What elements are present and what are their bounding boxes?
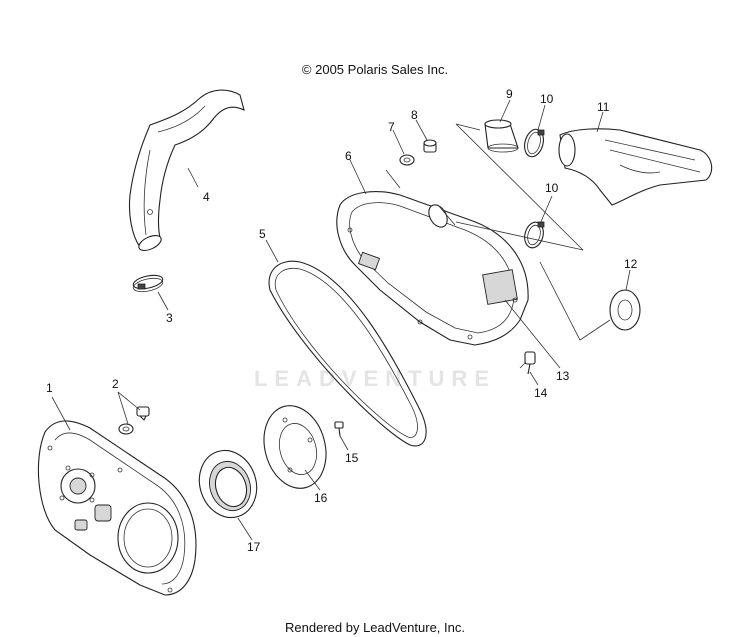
footer-credit: Rendered by LeadVenture, Inc. — [285, 620, 465, 635]
part-10-clamp-lower[interactable] — [522, 220, 546, 250]
copyright-text: © 2005 Polaris Sales Inc. — [301, 62, 449, 77]
callout-10b: 10 — [545, 181, 559, 195]
callout-5: 5 — [259, 227, 266, 241]
callout-15: 15 — [345, 451, 359, 465]
part-11-air-duct[interactable] — [558, 128, 713, 206]
callout-10a: 10 — [540, 92, 554, 106]
callout-12: 12 — [624, 257, 638, 271]
callout-13: 13 — [556, 369, 570, 383]
part-5-drive-belt[interactable] — [268, 260, 427, 447]
part-12-gasket[interactable] — [609, 289, 641, 331]
part-3-hose-clamp[interactable] — [132, 273, 164, 294]
part-10-clamp-upper[interactable] — [522, 127, 547, 159]
part-8-plug[interactable] — [423, 139, 437, 153]
part-6-inner-clutch-cover[interactable] — [336, 191, 529, 346]
part-17-seal[interactable] — [191, 443, 265, 525]
callout-numbers: 1 2 3 4 5 6 7 8 9 10 10 11 12 13 14 15 1… — [46, 87, 638, 554]
callout-2: 2 — [112, 377, 119, 391]
part-16-plate[interactable] — [255, 399, 335, 496]
callout-6: 6 — [345, 149, 352, 163]
callout-1: 1 — [46, 381, 53, 395]
leader-lines — [51, 99, 631, 541]
part-9-boot[interactable] — [484, 119, 519, 153]
callout-4: 4 — [203, 190, 210, 204]
part-15-screw[interactable] — [334, 421, 344, 437]
part-2-screw-washer[interactable] — [118, 406, 150, 435]
watermark-logo: LEADVENTURE — [253, 366, 496, 391]
callout-11: 11 — [597, 100, 610, 114]
callout-9: 9 — [506, 87, 513, 101]
callout-3: 3 — [166, 311, 173, 325]
callout-16: 16 — [314, 491, 328, 505]
callout-14: 14 — [534, 386, 548, 400]
callout-8: 8 — [411, 108, 418, 122]
callout-17: 17 — [247, 540, 261, 554]
callout-7: 7 — [388, 120, 395, 134]
part-1-outer-clutch-cover[interactable] — [37, 420, 197, 596]
part-7-washer[interactable] — [399, 154, 415, 166]
part-14-bolt[interactable] — [524, 351, 536, 375]
part-4-intake-duct[interactable] — [128, 89, 245, 253]
